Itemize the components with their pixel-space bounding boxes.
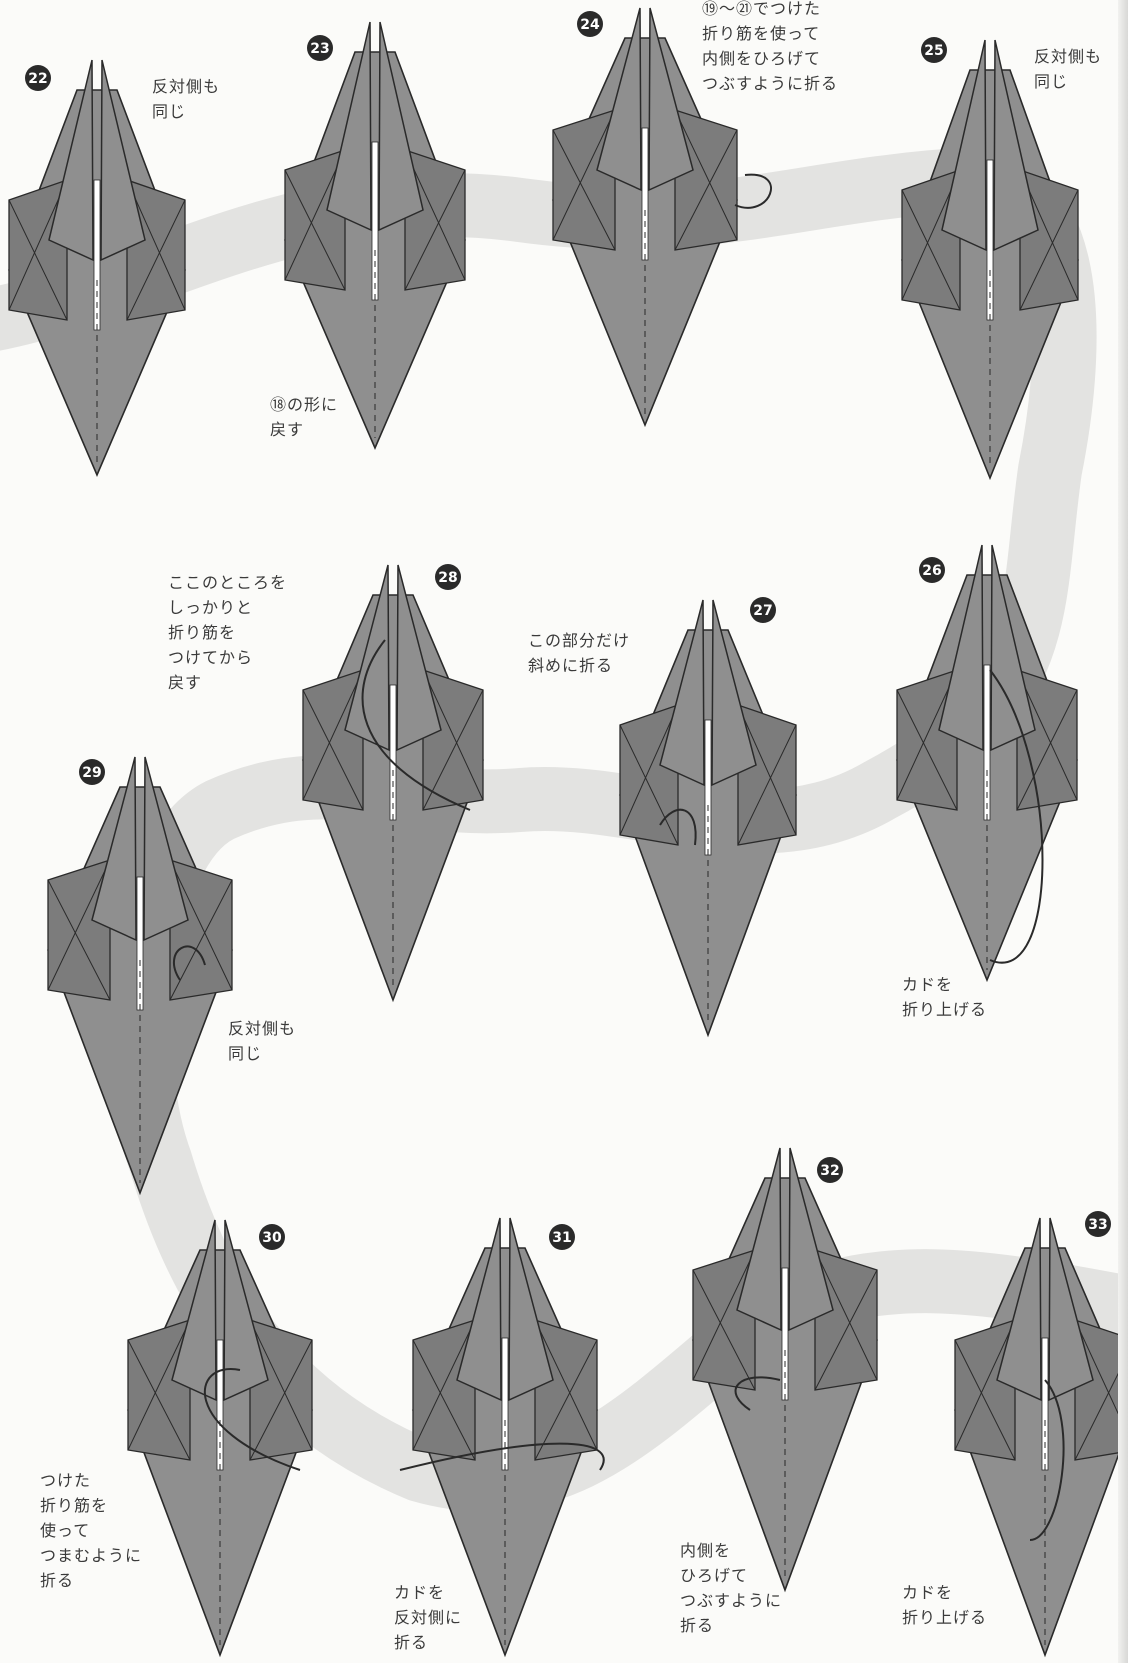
step-32-note: 内側を ひろげて つぶすように 折る bbox=[680, 1538, 782, 1638]
center-slit bbox=[502, 1338, 508, 1470]
right-flap bbox=[738, 705, 796, 845]
step-number: 24 bbox=[580, 17, 600, 33]
step-number: 29 bbox=[82, 765, 101, 781]
right-flap bbox=[815, 1250, 877, 1390]
step-number: 30 bbox=[262, 1230, 282, 1246]
right-flap bbox=[423, 670, 483, 810]
step-27-note: この部分だけ 斜めに折る bbox=[528, 628, 630, 678]
step-28-figure: 28 bbox=[303, 564, 483, 1000]
right-flap bbox=[535, 1320, 597, 1460]
center-slit bbox=[137, 877, 143, 1010]
center-slit bbox=[1042, 1338, 1048, 1470]
center-slit bbox=[705, 720, 711, 855]
page-gutter bbox=[1118, 0, 1128, 1663]
right-flap bbox=[250, 1320, 312, 1460]
step-number: 22 bbox=[28, 71, 47, 87]
right-flap bbox=[675, 110, 737, 250]
center-slit bbox=[217, 1340, 223, 1470]
step-32-figure: 32 bbox=[693, 1148, 877, 1590]
left-flap bbox=[413, 1320, 475, 1460]
left-flap bbox=[693, 1250, 755, 1390]
center-slit bbox=[390, 685, 396, 820]
step-23-note: ⑱の形に 戻す bbox=[270, 392, 338, 442]
center-slit bbox=[782, 1268, 788, 1400]
step-28-note: ここのところを しっかりと 折り筋を つけてから 戻す bbox=[168, 570, 287, 695]
step-24-note: ⑲〜㉑でつけた 折り筋を使って 内側をひろげて つぶすように折る bbox=[702, 0, 838, 96]
step-23-figure: 23 bbox=[285, 22, 465, 448]
step-number: 28 bbox=[438, 570, 457, 586]
step-30-figure: 30 bbox=[128, 1220, 312, 1655]
step-22-note: 反対側も 同じ bbox=[152, 74, 220, 124]
step-30-note: つけた 折り筋を 使って つまむように 折る bbox=[40, 1468, 142, 1593]
step-number: 31 bbox=[552, 1230, 571, 1246]
step-29-note: 反対側も 同じ bbox=[228, 1016, 296, 1066]
step-number: 25 bbox=[924, 43, 943, 59]
left-flap bbox=[128, 1320, 190, 1460]
left-flap bbox=[955, 1320, 1015, 1460]
step-number: 33 bbox=[1088, 1217, 1107, 1233]
step-26-note: カドを 折り上げる bbox=[902, 972, 987, 1022]
left-flap bbox=[553, 110, 615, 250]
step-27-figure: 27 bbox=[620, 597, 796, 1035]
step-number: 23 bbox=[310, 41, 329, 57]
step-31-note: カドを 反対側に 折る bbox=[394, 1580, 462, 1655]
step-25-note: 反対側も 同じ bbox=[1034, 44, 1102, 94]
left-flap bbox=[303, 670, 363, 810]
step-33-note: カドを 折り上げる bbox=[902, 1580, 987, 1630]
left-flap bbox=[48, 860, 110, 1000]
left-flap bbox=[620, 705, 678, 845]
center-slit bbox=[642, 128, 648, 260]
step-number: 26 bbox=[922, 563, 941, 579]
step-number: 32 bbox=[820, 1163, 839, 1179]
step-number: 27 bbox=[753, 603, 772, 619]
